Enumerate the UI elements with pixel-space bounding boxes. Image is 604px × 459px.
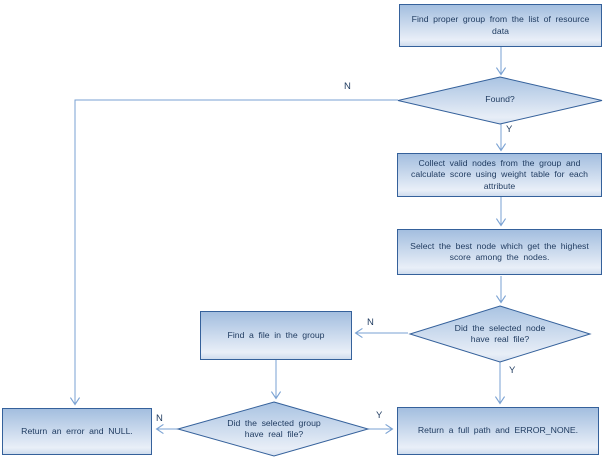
edge-found-no-to-return-error	[69, 99, 398, 406]
node-collect-valid-nodes: Collect valid nodes from the group and c…	[397, 153, 602, 197]
decision-found-shape	[397, 76, 603, 125]
decision-found-label: Found?	[485, 94, 515, 105]
label-found-no: N	[344, 81, 351, 92]
label-node-file-yes: Y	[509, 365, 516, 376]
label-node-file-no: N	[367, 317, 374, 328]
label-group-file-no: N	[156, 413, 163, 424]
node-select-best-node: Select the best node which get the highe…	[397, 229, 602, 275]
node-find-proper-group: Find proper group from the list of resou…	[399, 4, 602, 47]
node-return-error-null: Return an error and NULL.	[2, 408, 152, 455]
decision-node-has-file-shape	[408, 305, 592, 363]
decision-group-has-file-label: Did the selected group have real file?	[227, 417, 321, 439]
node-return-full-path: Return a full path and ERROR_NONE.	[397, 407, 599, 455]
decision-node-has-file-label: Did the selected node have real file?	[454, 322, 546, 344]
node-find-file-in-group: Find a file in the group	[200, 311, 352, 360]
label-found-yes: Y	[506, 124, 513, 135]
decision-group-has-file-shape	[176, 401, 370, 457]
label-group-file-yes: Y	[376, 410, 383, 421]
